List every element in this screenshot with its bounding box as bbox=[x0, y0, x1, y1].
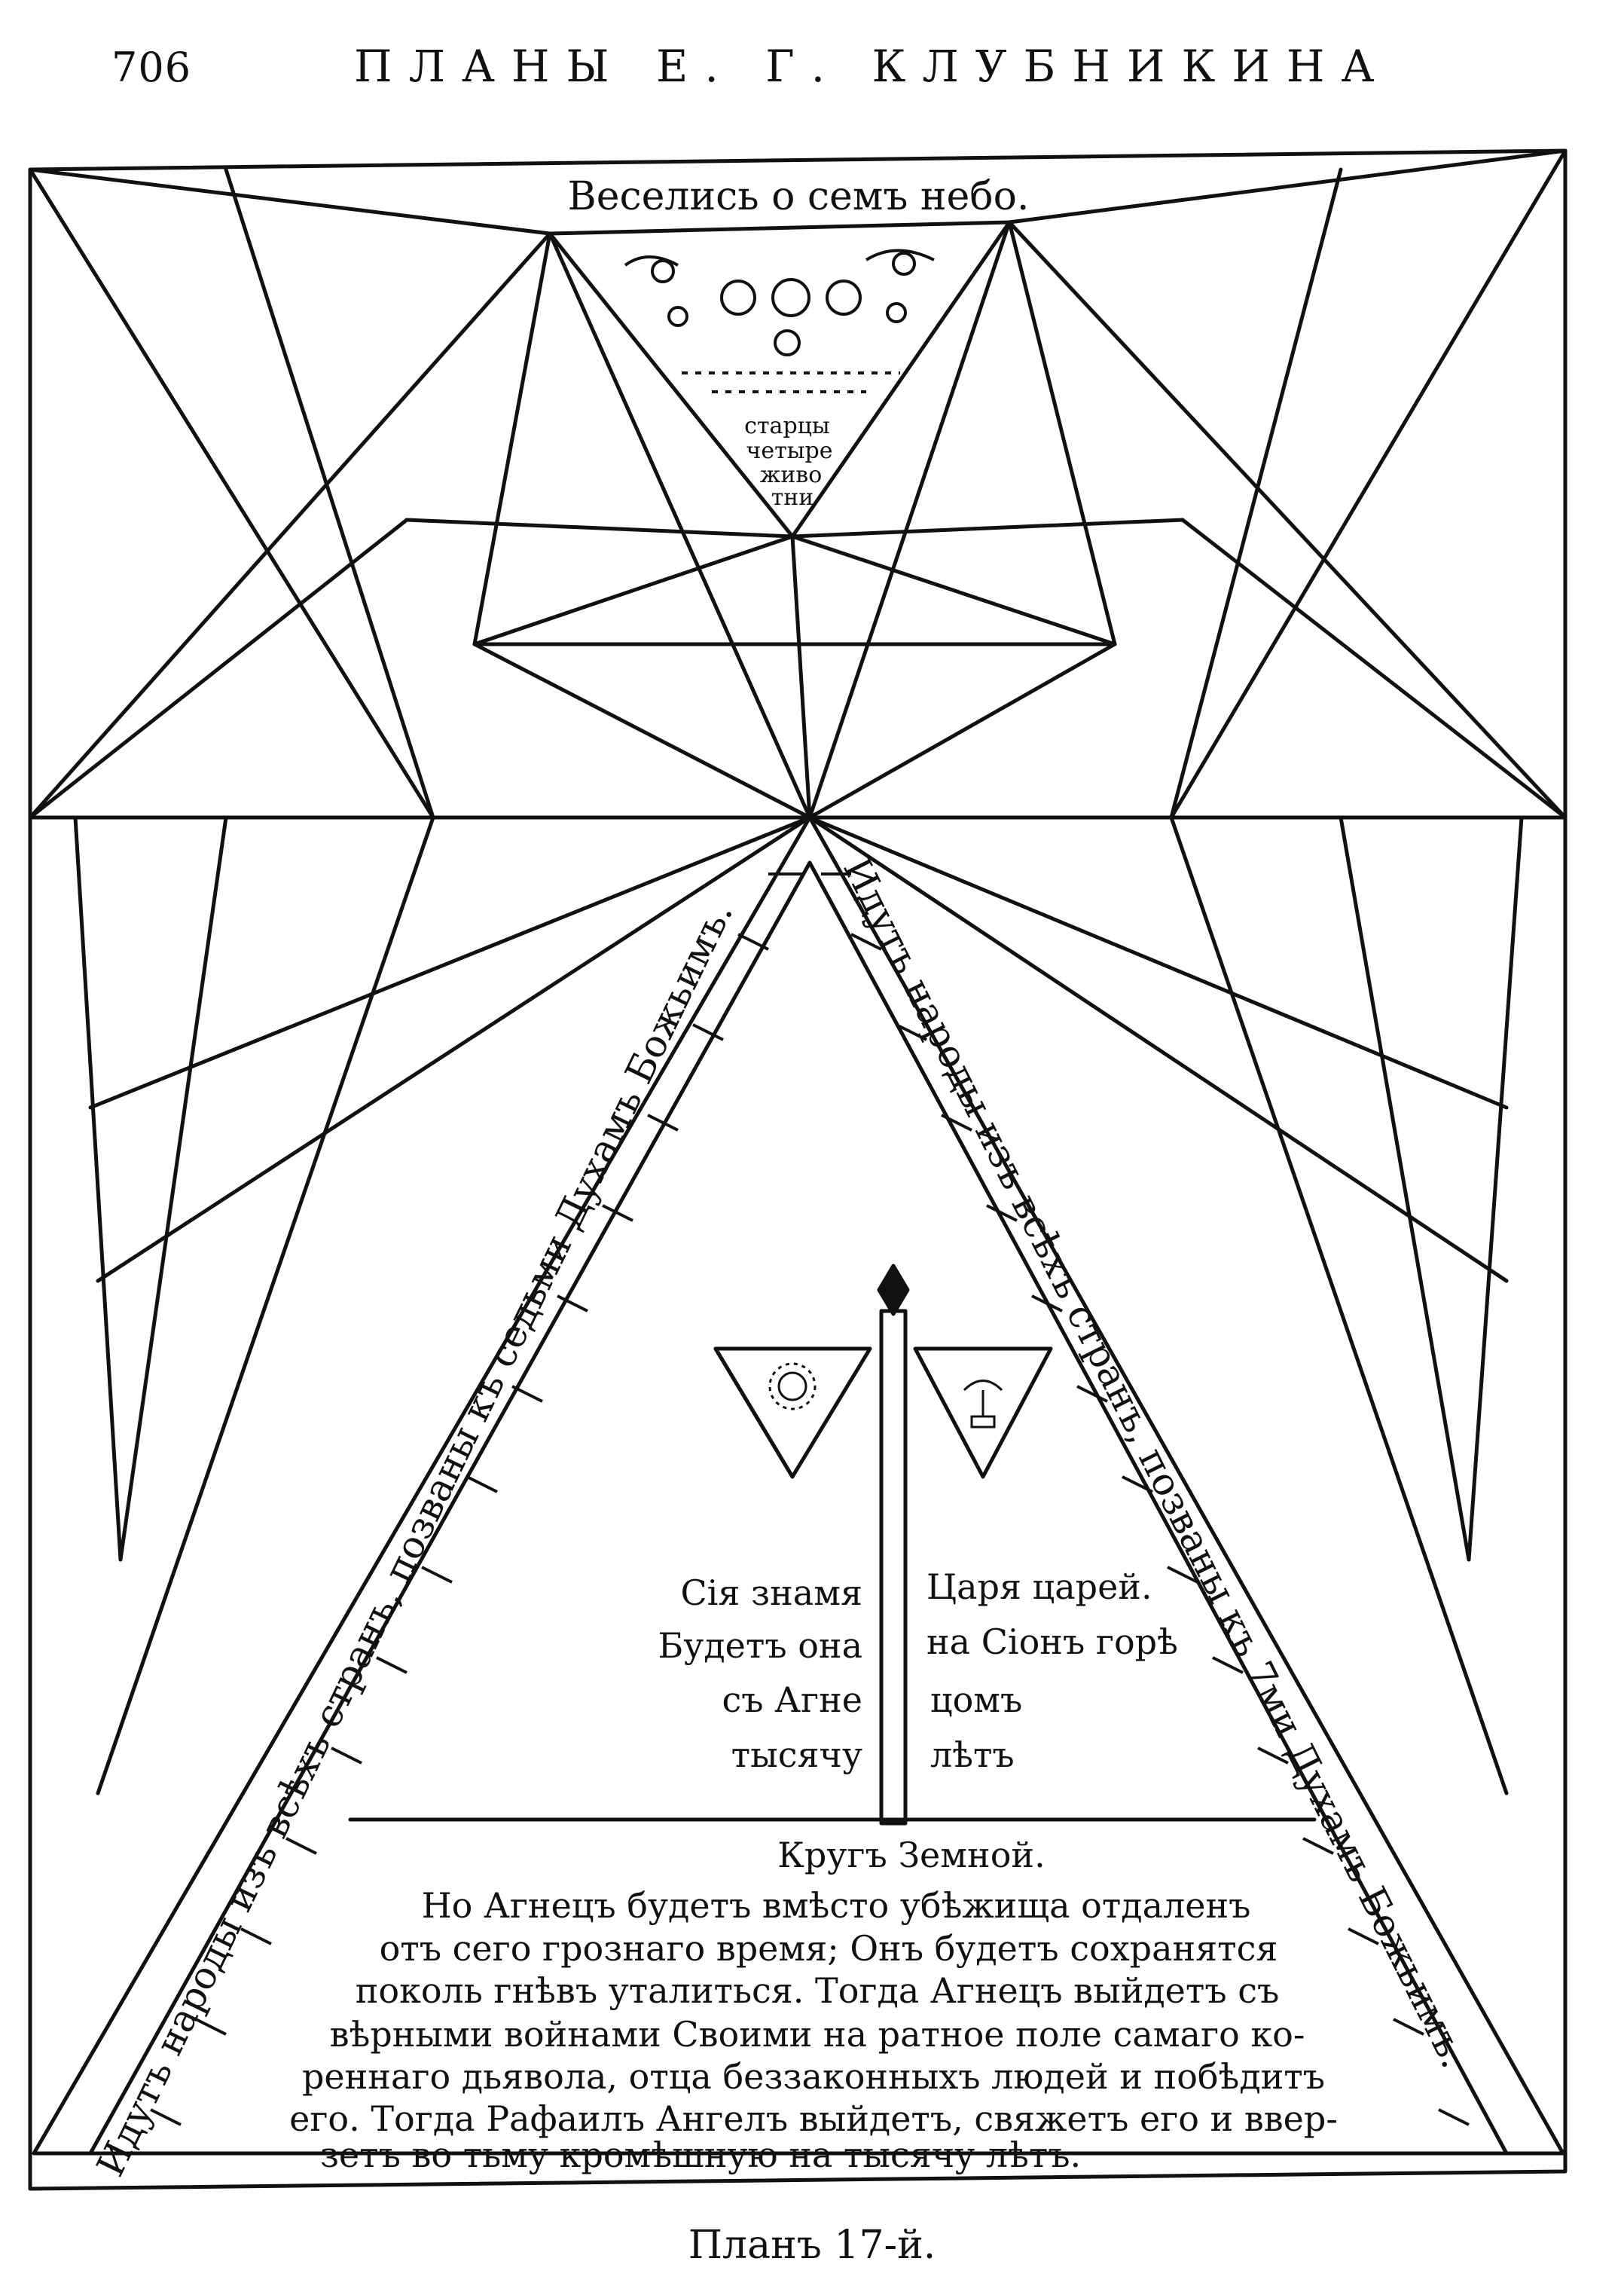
banner-right-line: Царя царей. bbox=[926, 1566, 1152, 1607]
star-lines bbox=[28, 148, 1568, 820]
angel-icon bbox=[667, 306, 688, 327]
banner-right-text: Царя царей. на Сіонъ горѣ цомъ лѣтъ bbox=[926, 1566, 1178, 1775]
sun-icon bbox=[826, 280, 862, 316]
figure-caption: Планъ 17-й. bbox=[688, 2223, 936, 2268]
sun-icon bbox=[720, 280, 756, 316]
wing-icon bbox=[865, 249, 935, 261]
banner-right-line: цомъ bbox=[930, 1679, 1022, 1720]
right-eagle-triangle bbox=[913, 1346, 1053, 1479]
pole-tip bbox=[877, 1264, 910, 1316]
triangle-text-line: четыре bbox=[746, 438, 832, 464]
heaven-label: Веселись о семъ небо. bbox=[568, 174, 1030, 219]
triangle-text-line: живо bbox=[760, 462, 823, 488]
banner-pole bbox=[879, 1309, 908, 1826]
banner-right-line: на Сіонъ горѣ bbox=[926, 1621, 1178, 1662]
banner-left-line: Будетъ она bbox=[658, 1625, 862, 1666]
body-text-line: отъ сего грознаго время; Онъ будетъ сохр… bbox=[380, 1928, 1278, 1969]
sun-icon bbox=[774, 329, 801, 356]
page-header: 706 ПЛАНЫ Е. Г. КЛУБНИКИНА bbox=[0, 0, 1624, 151]
top-left-slope bbox=[28, 167, 552, 236]
earth-label: Кругъ Земной. bbox=[777, 1835, 1045, 1875]
wing-icon bbox=[624, 255, 679, 267]
heaven-triangle-text: старцы четыре живо тни bbox=[744, 413, 832, 511]
band-hatching bbox=[150, 872, 1470, 2126]
banner-left-line: Сія знамя bbox=[680, 1572, 862, 1613]
banner-left-text: Сія знамя Будетъ она съ Агне тысячу bbox=[658, 1572, 862, 1775]
sun-rays bbox=[768, 1362, 1003, 1429]
angel-icon bbox=[651, 259, 675, 283]
left-sun-triangle bbox=[713, 1346, 872, 1479]
body-text: Но Агнецъ будетъ вмѣсто убѣжища отдаленъ… bbox=[289, 1885, 1338, 2175]
triangle-text-line: тни bbox=[771, 484, 814, 511]
banner-left-line: съ Агне bbox=[722, 1679, 862, 1720]
angel-icon bbox=[892, 252, 916, 276]
heavenly-figures bbox=[624, 249, 935, 393]
banner-left-line: тысячу bbox=[731, 1734, 862, 1775]
angel-icon bbox=[886, 302, 907, 323]
geometric-frame bbox=[28, 148, 1568, 2191]
heaven-triangle bbox=[548, 220, 1012, 539]
sun-icon bbox=[777, 1371, 807, 1401]
sun-icon bbox=[771, 278, 810, 317]
body-text-line: Но Агнецъ будетъ вмѣсто убѣжища отдаленъ bbox=[422, 1885, 1251, 1926]
body-text-line: вѣрными войнами Своими на ратное поле са… bbox=[330, 2014, 1305, 2055]
earth-triangle-outer bbox=[32, 815, 1565, 2156]
lower-rays bbox=[73, 815, 1524, 1795]
right-band-inner bbox=[807, 860, 1509, 2156]
body-text-line: зетъ во тьму кромѣшную на тысячу лѣтъ. bbox=[320, 2135, 1081, 2175]
page-number: 706 bbox=[111, 44, 192, 91]
banner-right-line: лѣтъ bbox=[930, 1734, 1015, 1775]
body-text-line: реннаго дьявола, отца беззаконныхъ людей… bbox=[302, 2056, 1325, 2097]
triangle-text-line: старцы bbox=[744, 413, 830, 439]
left-band-inner bbox=[88, 860, 812, 2156]
running-head: ПЛАНЫ Е. Г. КЛУБНИКИНА bbox=[354, 41, 1391, 92]
body-text-line: поколь гнѣвъ уталиться. Тогда Агнецъ вый… bbox=[356, 1970, 1280, 2011]
body-text-line: его. Тогда Рафаилъ Ангелъ выйдетъ, свяже… bbox=[289, 2098, 1338, 2139]
eagle-icon bbox=[963, 1380, 1003, 1392]
top-right-slope bbox=[1007, 148, 1568, 225]
outer-frame bbox=[28, 148, 1568, 2191]
